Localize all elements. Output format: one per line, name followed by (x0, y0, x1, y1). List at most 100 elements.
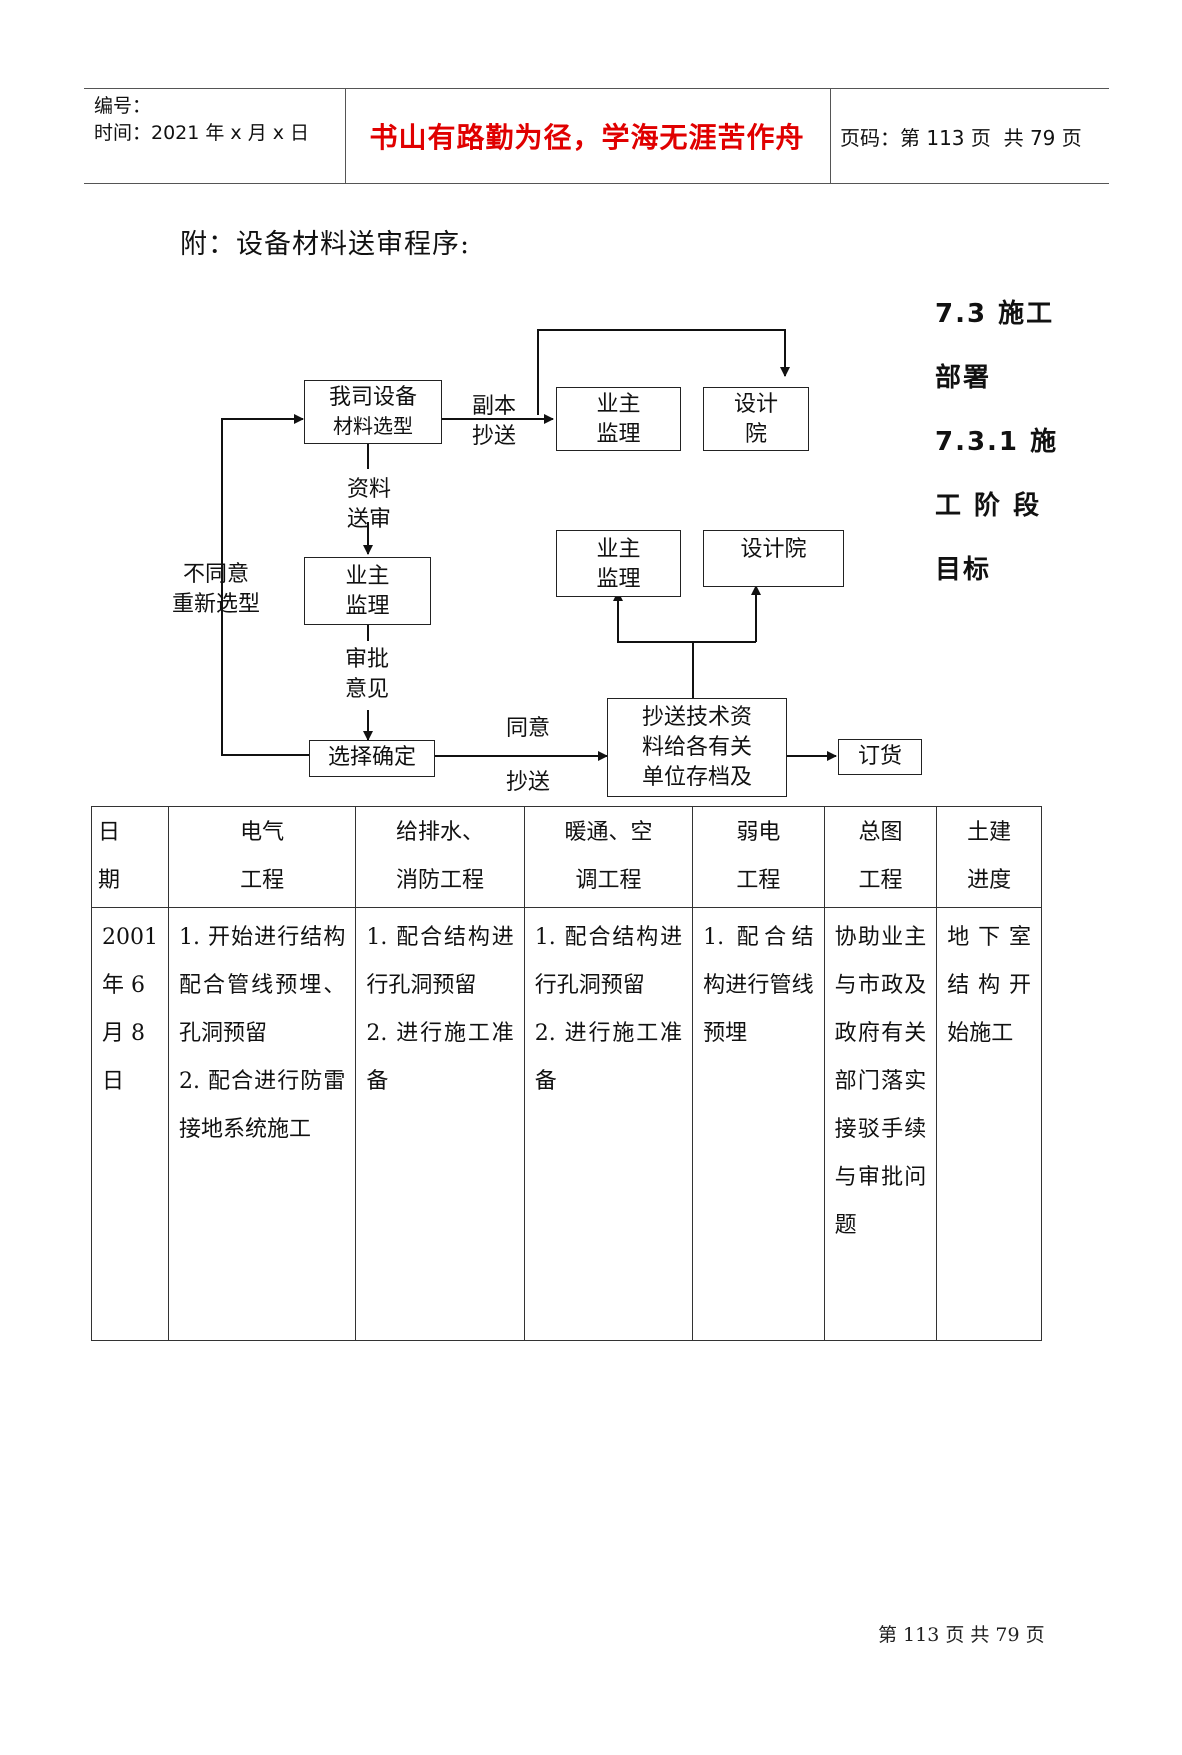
header-line: 暖通、空 (564, 820, 653, 845)
copy-label: 副本 抄送 (462, 392, 526, 452)
design-institute-box: 设计 院 (703, 387, 809, 451)
label-line: 副本 (471, 394, 516, 419)
cell-line: 1. 配合结构进行孔洞预留 (366, 925, 514, 998)
heading-line: 7.3.1 施 (935, 427, 1059, 457)
select-equipment-box: 我司设备 材料选型 (304, 380, 442, 444)
schedule-table: 日 期 电气 工程 给排水、 消防工程 暖通、空 调工程 弱电 工程 总图 工程… (91, 806, 1042, 1341)
header-motto: 书山有路勤为径，学海无涯苦作舟 (369, 121, 805, 154)
order-box: 订货 (838, 739, 922, 775)
header-date: 日 期 (91, 806, 169, 908)
box-line: 订货 (857, 744, 902, 769)
cell-water: 1. 配合结构进行孔洞预留 2. 进行施工准备 (355, 907, 525, 1341)
owner-supervisor-copy-box: 业主 监理 (556, 530, 681, 597)
design-institute-copy-box: 设计院 (703, 530, 844, 587)
box-line: 监理 (596, 567, 641, 592)
header-electrical: 电气 工程 (167, 806, 357, 908)
box-line: 料给各有关 (641, 735, 752, 760)
owner-supervisor-review-box: 业主 监理 (304, 557, 431, 625)
cell-line: 月 8 (102, 1021, 145, 1046)
header-line: 工程 (240, 868, 285, 893)
header-divider (345, 89, 346, 183)
cell-line: 2. 配合进行防雷接地系统施工 (179, 1069, 346, 1142)
owner-supervisor-box: 业主 监理 (556, 387, 681, 451)
page-header: 编号： 时间：2021 年 x 月 x 日 书山有路勤为径，学海无涯苦作舟 页码… (84, 88, 1109, 184)
cell-line: 地下室结构开始施工 (947, 925, 1031, 1046)
box-line: 选择确定 (327, 745, 416, 770)
heading-line: 部署 (935, 363, 992, 393)
disagree-label: 不同意 重新选型 (158, 560, 274, 620)
header-water: 给排水、 消防工程 (355, 806, 525, 908)
table-header-row: 日 期 电气 工程 给排水、 消防工程 暖通、空 调工程 弱电 工程 总图 工程… (91, 806, 1042, 908)
copy-send-label: 抄送 (505, 770, 550, 795)
cell-hvac: 1. 配合结构进行孔洞预留 2. 进行施工准备 (523, 907, 694, 1341)
cell-line: 1. 开始进行结构配合管线预埋、孔洞预留 (179, 925, 346, 1046)
cell-line: 1. 配合结构进行孔洞预留 (534, 925, 683, 998)
header-hvac: 暖通、空 调工程 (523, 806, 694, 908)
heading-line: 工 阶 段 (935, 491, 1042, 521)
heading-line: 7.3 施工 (935, 299, 1055, 329)
label-line: 资料 (346, 477, 391, 502)
cell-line: 1. 配合结构进行管线预埋 (703, 925, 814, 1046)
box-line: 单位存档及 (641, 765, 752, 790)
cell-weak-current: 1. 配合结构进行管线预埋 (692, 907, 825, 1341)
header-divider (830, 89, 831, 183)
header-line: 电气 (240, 820, 285, 845)
distribute-docs-box: 抄送技术资 料给各有关 单位存档及 (607, 698, 787, 797)
decide-box: 选择确定 (309, 740, 435, 777)
agree-label: 同意 (505, 716, 550, 741)
box-line: 监理 (596, 422, 641, 447)
cell-line: 2001 (102, 925, 158, 950)
cell-line: 协助业主与市政及政府有关部门落实接驳手续与审批问题 (834, 925, 927, 1238)
cell-date: 2001 年 6 月 8 日 (91, 907, 169, 1341)
time-label: 时间：2021 年 x 月 x 日 (94, 122, 310, 144)
header-line: 期 (98, 868, 121, 893)
header-weak-current: 弱电 工程 (692, 806, 825, 908)
header-line: 工程 (736, 868, 781, 893)
header-line: 总图 (858, 820, 903, 845)
cell-civil: 地下室结构开始施工 (936, 907, 1042, 1341)
arrow-to-owner (613, 591, 756, 643)
table-row: 2001 年 6 月 8 日 1. 开始进行结构配合管线预埋、孔洞预留 2. 配… (91, 907, 1042, 1341)
box-line: 监理 (345, 594, 390, 619)
box-line: 业主 (345, 564, 390, 589)
label-line: 重新选型 (171, 592, 260, 617)
header-line: 进度 (967, 868, 1012, 893)
cell-line: 日 (102, 1069, 125, 1094)
header-page-code: 页码：第 113 页 共 79 页 (840, 125, 1082, 150)
appendix-title: 附：设备材料送审程序: (180, 229, 471, 260)
section-heading: 7.3 施工 部署 7.3.1 施 工 阶 段 目标 (935, 282, 1065, 602)
header-line: 消防工程 (396, 868, 485, 893)
header-line: 给排水、 (396, 820, 485, 845)
header-civil: 土建 进度 (936, 806, 1042, 908)
label-line: 意见 (344, 677, 389, 702)
box-line: 设计院 (740, 537, 807, 562)
label-line: 抄送 (471, 424, 516, 449)
box-line: 设计 (733, 392, 778, 417)
heading-line: 目标 (935, 555, 992, 585)
header-line: 日 (98, 820, 121, 845)
cell-line: 2. 进行施工准备 (534, 1021, 683, 1094)
cell-line: 年 6 (102, 973, 145, 998)
cell-line: 2. 进行施工准备 (366, 1021, 514, 1094)
approval-label: 审批 意见 (334, 645, 400, 705)
box-line: 业主 (596, 537, 641, 562)
box-line: 我司设备 (328, 385, 417, 410)
label-line: 送审 (346, 507, 391, 532)
header-line: 工程 (858, 868, 903, 893)
box-line: 材料选型 (333, 414, 413, 438)
header-line: 土建 (967, 820, 1012, 845)
box-line: 院 (744, 422, 767, 447)
cell-general-plan: 协助业主与市政及政府有关部门落实接驳手续与审批问题 (823, 907, 938, 1341)
label-line: 不同意 (182, 562, 249, 587)
header-line: 弱电 (736, 820, 781, 845)
submit-label: 资料 送审 (336, 475, 402, 535)
header-left: 编号： 时间：2021 年 x 月 x 日 (94, 93, 309, 147)
header-general-plan: 总图 工程 (823, 806, 938, 908)
number-label: 编号： (94, 95, 152, 117)
header-line: 调工程 (575, 868, 642, 893)
box-line: 抄送技术资 (641, 705, 752, 730)
label-line: 审批 (344, 647, 389, 672)
box-line: 业主 (596, 392, 641, 417)
page-footer: 第 113 页 共 79 页 (878, 1624, 1045, 1646)
cell-electrical: 1. 开始进行结构配合管线预埋、孔洞预留 2. 配合进行防雷接地系统施工 (167, 907, 357, 1341)
